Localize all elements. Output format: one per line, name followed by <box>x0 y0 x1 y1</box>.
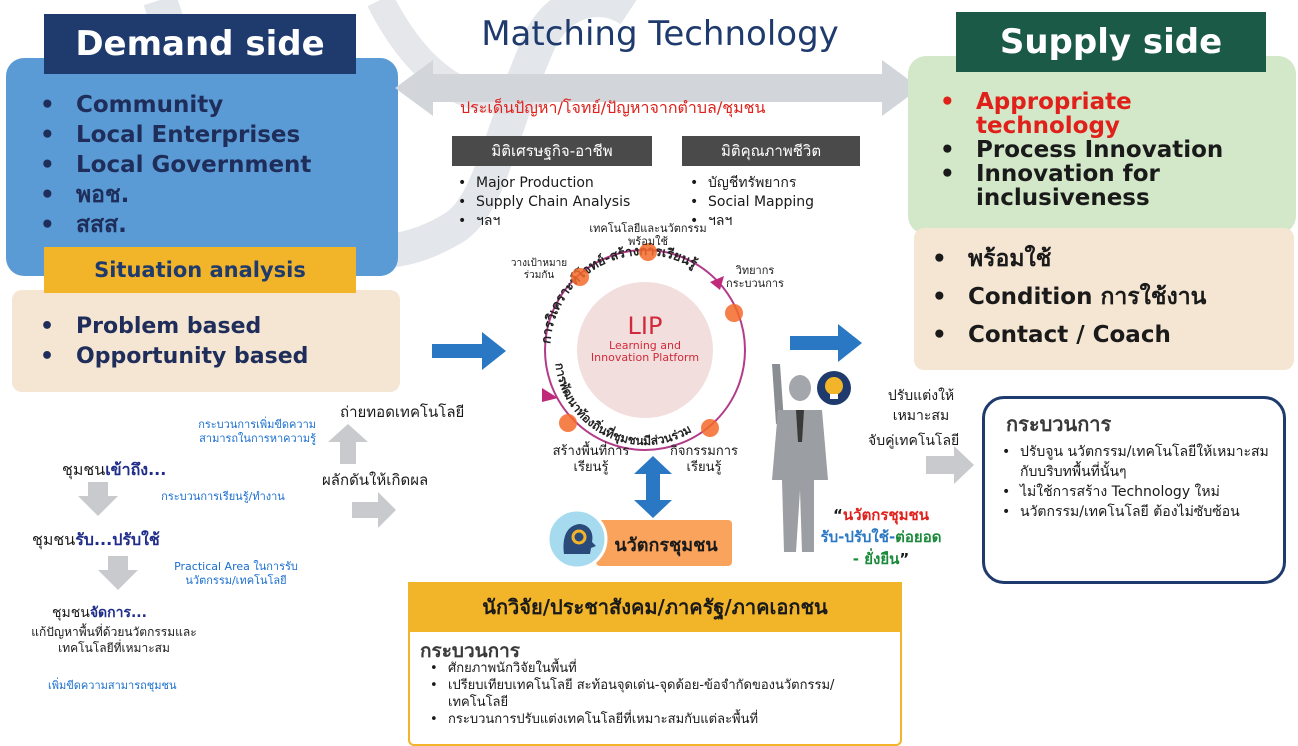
dim-econ-item: Major Production <box>452 174 672 193</box>
match-label: จับคู่เทคโนโลยี <box>868 433 960 449</box>
node-speaker: วิทยากรกระบวนการ <box>726 264 784 290</box>
head-gear-icon <box>546 508 608 570</box>
issues-label: ประเด็นปัญหา/โจทย์/ปัญหาจากตำบล/ชุมชน <box>460 98 766 117</box>
demand-item: พอช. <box>30 180 390 210</box>
lip-subtitle: Learning and Innovation Platform <box>590 339 700 364</box>
person-figure-icon <box>772 364 828 552</box>
receive-note: กระบวนการเรียนรู้/ทำงาน <box>161 490 285 503</box>
manage-desc: แก้ปัญหาพื้นที่ด้วยนวัตกรรมและ เทคโนโลยี… <box>4 624 224 656</box>
dim-econ-title: มิติเศรษฐกิจ-อาชีพ <box>452 136 652 166</box>
supply-title: Supply side <box>956 12 1266 72</box>
dim-life-title: มิติคุณภาพชีวิต <box>682 136 860 166</box>
slogan-blue: รับ-ปรับใช้- <box>820 528 896 546</box>
matching-title: Matching Technology <box>481 14 839 54</box>
innovator-label: นวัตกรชุมชน <box>614 535 718 556</box>
dim-econ-item: Supply Chain Analysis <box>452 193 672 212</box>
lightbulb-icon <box>817 371 851 405</box>
supply-item-highlight: Appropriate technology <box>930 90 1176 138</box>
dim-life-list: บัญชีทรัพยากร Social Mapping ฯลฯ <box>684 174 884 231</box>
process-box-list: ปรับจูน นวัตกรรม/เทคโนโลยีให้เหมาะสมกับบ… <box>996 442 1272 522</box>
access-step: ชุมชนเข้าถึง... <box>62 458 166 483</box>
demand-list: Community Local Enterprises Local Govern… <box>30 90 390 240</box>
lip-cycle: การวิเคราะห์โจทย์-สร้างการเรียนรู้ การพั… <box>539 243 746 451</box>
matching-arrow <box>395 60 920 116</box>
demand-item: Local Enterprises <box>30 120 390 150</box>
dim-life-item: บัญชีทรัพยากร <box>684 174 884 193</box>
arrow-down-icon <box>98 556 138 590</box>
slogan-line-3: - ยั่งยืน” <box>806 548 956 570</box>
demand-item: Community <box>30 90 390 120</box>
push-label: ผลักดันให้เกิดผล <box>322 471 429 489</box>
slogan-line-2: รับ-ปรับใช้-ต่อยอด <box>806 526 956 548</box>
arrow-right-icon <box>790 324 862 362</box>
lip-title: LIP <box>627 312 663 340</box>
slogan: “นวัตกรชุมชน รับ-ปรับใช้-ต่อยอด - ยั่งยื… <box>806 504 956 570</box>
receive-prefix: ชุมชน <box>32 530 76 549</box>
receive-emphasis: รับ...ปรับใช้ <box>75 530 160 549</box>
node-goal: วางเป้าหมายร่วมกัน <box>510 258 568 281</box>
slogan-green: ต่อยอด <box>895 528 942 546</box>
process-box-item: ปรับจูน นวัตกรรม/เทคโนโลยีให้เหมาะสมกับบ… <box>996 442 1272 482</box>
arrow-down-icon <box>78 482 118 516</box>
demand-title: Demand side <box>44 14 356 74</box>
practical-note: Practical Area ในการรับนวัตกรรม/เทคโนโลย… <box>174 560 298 587</box>
adjust-line: เหมาะสม <box>892 408 950 424</box>
manage-prefix: ชุมชน <box>52 605 90 621</box>
dim-econ-item: ฯลฯ <box>452 212 672 231</box>
dim-econ-list: Major Production Supply Chain Analysis ฯ… <box>452 174 672 231</box>
researchers-process-title: กระบวนการ <box>420 640 521 662</box>
innovator-badge <box>596 520 732 566</box>
researchers-list: ศักยภาพนักวิจัยในพื้นที่ เปรียบเทียบเทคโ… <box>424 660 884 728</box>
demand-item: สสส. <box>30 210 390 240</box>
researchers-title: นักวิจัย/ประชาสังคม/ภาครัฐ/ภาคเอกชน <box>408 582 902 632</box>
process-box-item: นวัตกรรม/เทคโนโลยี ต้องไม่ซับซ้อน <box>996 502 1272 522</box>
adjust-label: ปรับแต่งให้ เหมาะสม <box>876 386 966 426</box>
arrow-right-icon <box>432 332 506 370</box>
manage-desc-line: แก้ปัญหาพื้นที่ด้วยนวัตกรรมและ <box>31 625 197 639</box>
arrow-up-icon <box>328 424 368 464</box>
double-arrow-icon <box>634 456 672 518</box>
supply-ready-item: พร้อมใช้ <box>922 240 1282 278</box>
slogan-line-1: “นวัตกรชุมชน <box>806 504 956 526</box>
node-space: สร้างพื้นที่การเรียนรู้ <box>552 444 630 475</box>
situation-label: Situation analysis <box>44 247 356 293</box>
situation-list: Problem based Opportunity based <box>30 312 390 372</box>
arrow-right-gray-icon <box>926 446 974 484</box>
access-prefix: ชุมชน <box>62 460 106 479</box>
situation-item: Opportunity based <box>30 342 390 372</box>
supply-item: Process Innovation <box>930 138 1290 162</box>
transfer-label: ถ่ายทอดเทคโนโลยี <box>340 403 465 421</box>
manage-emphasis: จัดการ... <box>89 605 147 621</box>
access-note: กระบวนการเพิ่มขีดความสามารถในการหาความรู… <box>198 418 316 445</box>
slogan-green: - ยั่งยืน <box>852 550 900 568</box>
node-tech-ready: เทคโนโลยีและนวัตกรรมพร้อมใช้ <box>589 222 707 248</box>
researchers-item: เปรียบเทียบเทคโนโลยี สะท้อนจุดเด่น-จุดด้… <box>424 677 884 711</box>
adjust-line: ปรับแต่งให้ <box>887 388 955 404</box>
slogan-red: นวัตกรชุมชน <box>842 506 929 524</box>
supply-ready-item: Condition การใช้งาน <box>922 278 1282 316</box>
cycle-arrow-icon <box>542 388 558 402</box>
capacity-label: เพิ่มขีดความสามารถชุมชน <box>48 679 177 692</box>
node-activity: กิจกรรมการเรียนรู้ <box>669 444 739 475</box>
dim-life-item: Social Mapping <box>684 193 884 212</box>
supply-item: Innovation for inclusiveness <box>930 162 1206 210</box>
demand-item: Local Government <box>30 150 390 180</box>
process-box-title: กระบวนการ <box>1006 412 1112 436</box>
quote-open: “ <box>833 506 843 524</box>
process-box-item: ไม่ใช้การสร้าง Technology ใหม่ <box>996 482 1272 502</box>
situation-item: Problem based <box>30 312 390 342</box>
researchers-item: กระบวนการปรับแต่งเทคโนโลยีที่เหมาะสมกับแ… <box>424 711 884 728</box>
manage-desc-line: เทคโนโลยีที่เหมาะสม <box>58 641 170 655</box>
cycle-arrow-icon <box>710 276 724 290</box>
receive-step: ชุมชนรับ...ปรับใช้ <box>32 528 160 553</box>
quote-close: ” <box>899 550 910 568</box>
supply-ready-list: พร้อมใช้ Condition การใช้งาน Contact / C… <box>922 240 1282 354</box>
supply-list: Appropriate technology Process Innovatio… <box>930 90 1290 210</box>
dim-life-item: ฯลฯ <box>684 212 884 231</box>
access-emphasis: เข้าถึง... <box>105 460 167 479</box>
supply-ready-item: Contact / Coach <box>922 316 1282 354</box>
manage-step: ชุมชนจัดการ... <box>52 602 147 624</box>
researchers-item: ศักยภาพนักวิจัยในพื้นที่ <box>424 660 884 677</box>
arrow-right-gray-icon <box>352 492 396 528</box>
